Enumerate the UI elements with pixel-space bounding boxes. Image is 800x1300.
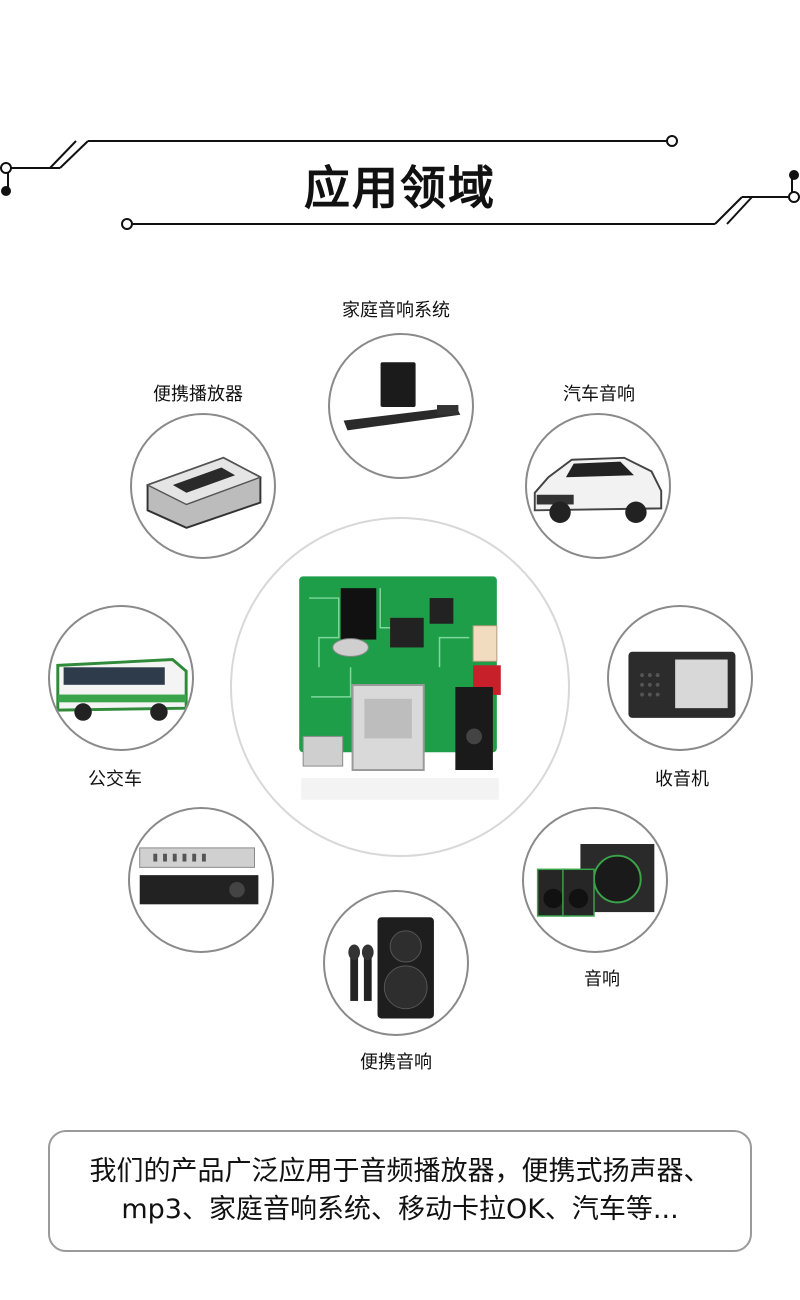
label-portable-player: 便携播放器 xyxy=(153,384,243,405)
circuit-line-decoration xyxy=(0,135,800,230)
app-home-audio-image xyxy=(328,333,474,479)
soundbar-icon xyxy=(343,362,461,431)
app-amplifier-image xyxy=(128,807,274,953)
app-bus-image xyxy=(48,605,194,751)
app-car-audio-image xyxy=(525,413,671,559)
label-car-audio: 汽车音响 xyxy=(563,384,635,405)
label-home-audio: 家庭音响系统 xyxy=(342,300,450,321)
app-speaker-image xyxy=(522,807,668,953)
cassette-player-icon xyxy=(145,456,263,529)
label-radio: 收音机 xyxy=(655,769,709,790)
label-speaker: 音响 xyxy=(584,969,620,990)
app-radio-image xyxy=(607,605,753,751)
description-box: 我们的产品广泛应用于音频播放器，便携式扬声器、 mp3、家庭音响系统、移动卡拉O… xyxy=(48,1130,752,1252)
description-line-2: mp3、家庭音响系统、移动卡拉OK、汽车等... xyxy=(121,1194,679,1225)
label-bus: 公交车 xyxy=(88,769,142,790)
app-portable-speaker-image xyxy=(323,890,469,1036)
amplifier-icon xyxy=(139,847,259,905)
label-portable-speaker: 便携音响 xyxy=(360,1052,432,1073)
app-portable-player-image xyxy=(130,413,276,559)
radio-icon xyxy=(628,651,736,718)
car-icon xyxy=(533,456,663,523)
pcb-module-image xyxy=(230,517,570,857)
speaker-icon xyxy=(536,844,655,917)
page-title: 应用领域 xyxy=(304,161,496,215)
description-line-1: 我们的产品广泛应用于音频播放器，便携式扬声器、 xyxy=(89,1156,711,1187)
bus-icon xyxy=(56,658,188,721)
portable-speaker-icon xyxy=(348,917,434,1019)
